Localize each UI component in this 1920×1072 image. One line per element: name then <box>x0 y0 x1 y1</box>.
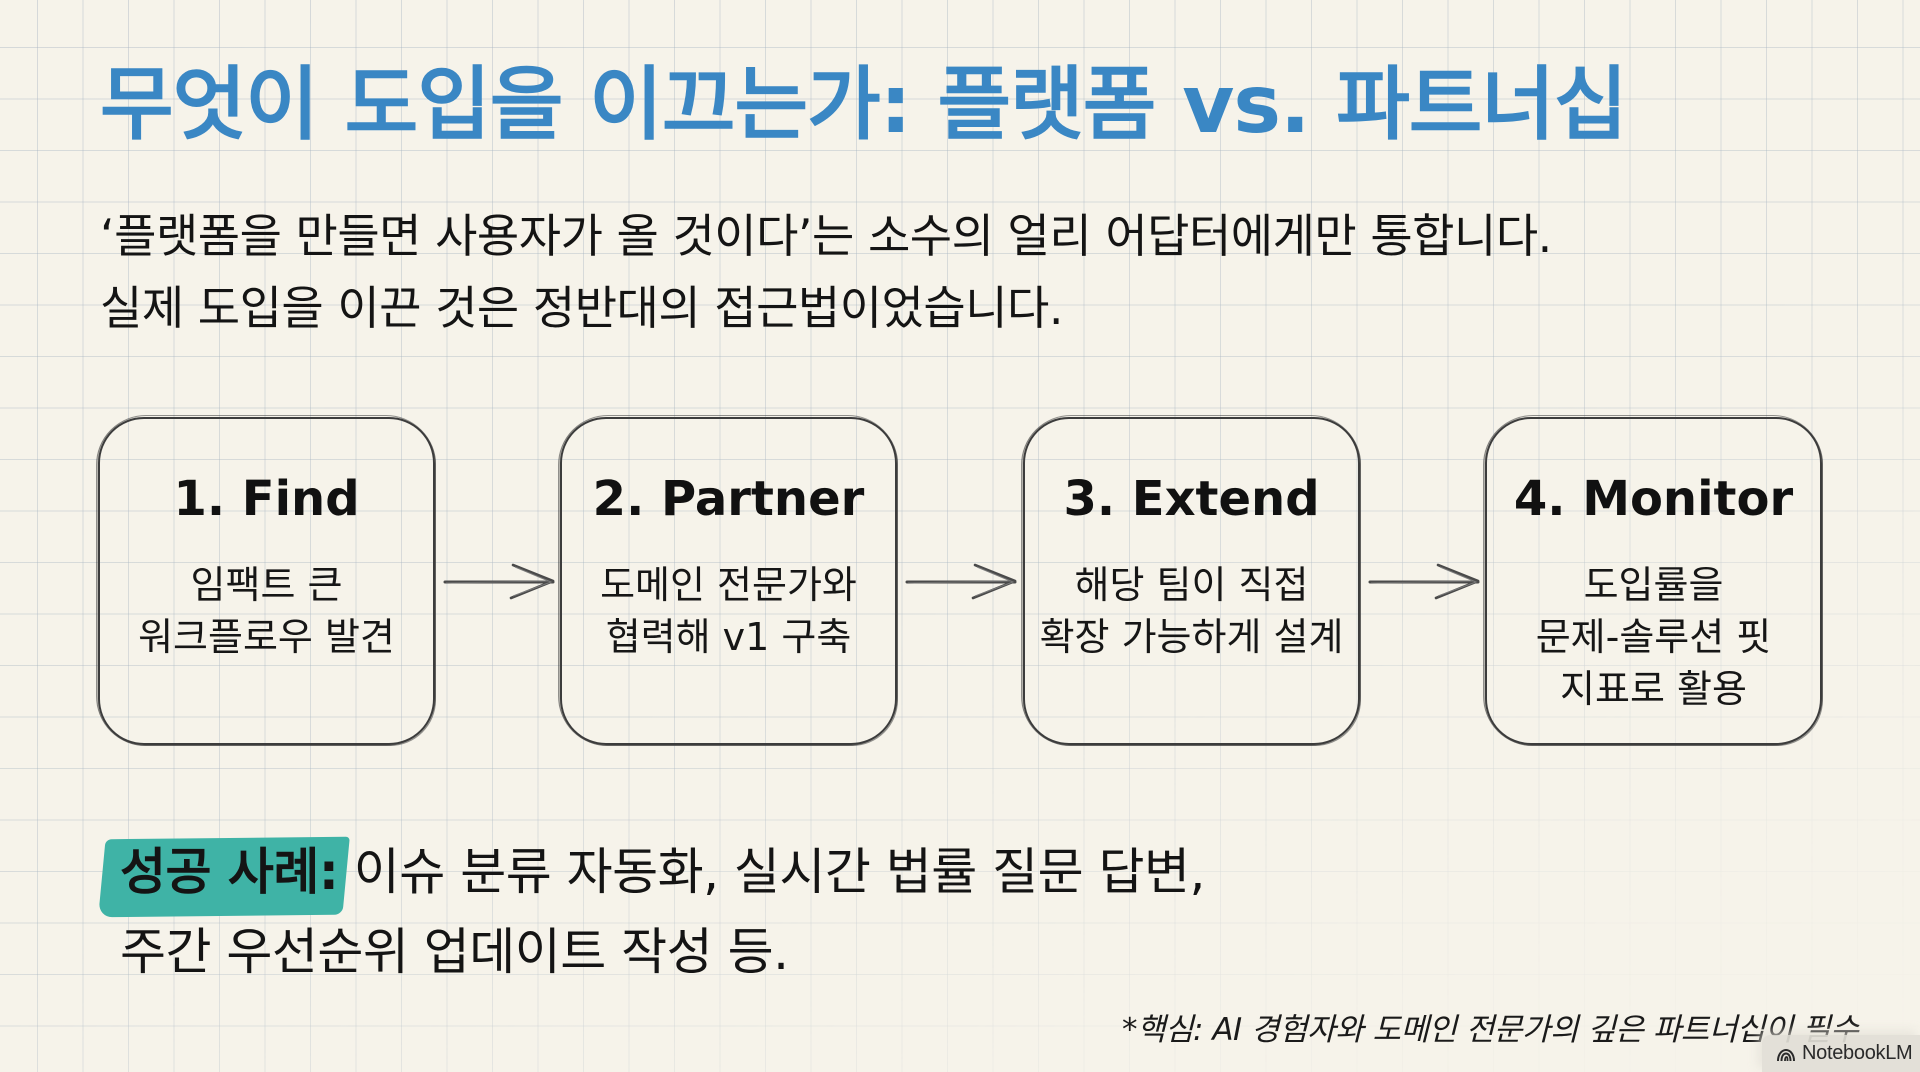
success-line-2: 주간 우선순위 업데이트 작성 등. <box>120 923 789 981</box>
watermark-label: NotebookLM <box>1802 1042 1913 1064</box>
step-body: 임팩트 큰 워크플로우 발견 <box>94 559 439 663</box>
step-body-line: 해당 팀이 직접 <box>1074 563 1309 607</box>
success-label-highlight: 성공 사례: <box>120 832 339 912</box>
step-body: 도메인 전문가와 협력해 v1 구축 <box>556 559 901 663</box>
arrow-right-icon <box>905 563 1017 600</box>
step-heading: 1. Find <box>173 471 360 527</box>
arrow-right-icon <box>443 563 555 600</box>
step-heading: 4. Monitor <box>1513 471 1794 527</box>
step-body-line: 협력해 v1 구축 <box>605 615 852 659</box>
step-box-extend: 3. Extend 해당 팀이 직접 확장 가능하게 설계 <box>1021 415 1361 746</box>
step-body-line: 워크플로우 발견 <box>138 615 395 659</box>
step-body-line: 임팩트 큰 <box>190 563 343 607</box>
notebooklm-watermark: NotebookLM <box>1762 1035 1920 1072</box>
step-box-partner: 2. Partner 도메인 전문가와 협력해 v1 구축 <box>558 415 898 746</box>
subtitle-line-1: ‘플랫폼을 만들면 사용자가 올 것이다’는 소수의 얼리 어답터에게만 통합니… <box>100 209 1552 263</box>
notebooklm-logo-icon <box>1777 1048 1795 1061</box>
success-cases: 성공 사례: 이슈 분류 자동화, 실시간 법률 질문 답변, 주간 우선순위 … <box>120 832 1205 992</box>
step-body-line: 도메인 전문가와 <box>600 563 857 607</box>
step-box-monitor: 4. Monitor 도입률을 문제-솔루션 핏 지표로 활용 <box>1483 415 1823 746</box>
step-box-find: 1. Find 임팩트 큰 워크플로우 발견 <box>96 415 436 746</box>
step-heading: 2. Partner <box>592 471 865 527</box>
footnote: *핵심: AI 경험자와 도메인 전문가의 깊은 파트너십이 필수 <box>1122 1012 1859 1048</box>
success-line-1: 성공 사례: 이슈 분류 자동화, 실시간 법률 질문 답변, <box>120 832 1205 912</box>
step-body-line: 지표로 활용 <box>1560 667 1747 711</box>
success-line-1-text: 이슈 분류 자동화, 실시간 법률 질문 답변, <box>338 843 1206 901</box>
step-body-line: 도입률을 <box>1583 563 1724 607</box>
step-body: 해당 팀이 직접 확장 가능하게 설계 <box>1019 559 1364 663</box>
step-body-line: 확장 가능하게 설계 <box>1039 615 1344 659</box>
subtitle-line-2: 실제 도입을 이끈 것은 정반대의 접근법이었습니다. <box>100 281 1063 335</box>
step-body: 도입률을 문제-솔루션 핏 지표로 활용 <box>1481 559 1826 715</box>
step-heading: 3. Extend <box>1063 471 1320 527</box>
step-body-line: 문제-솔루션 핏 <box>1535 615 1772 659</box>
arrow-right-icon <box>1368 563 1480 600</box>
slide-subtitle: ‘플랫폼을 만들면 사용자가 올 것이다’는 소수의 얼리 어답터에게만 통합니… <box>100 200 1552 344</box>
slide-title: 무엇이 도입을 이끄는가: 플랫폼 vs. 파트너십 <box>100 58 1628 151</box>
